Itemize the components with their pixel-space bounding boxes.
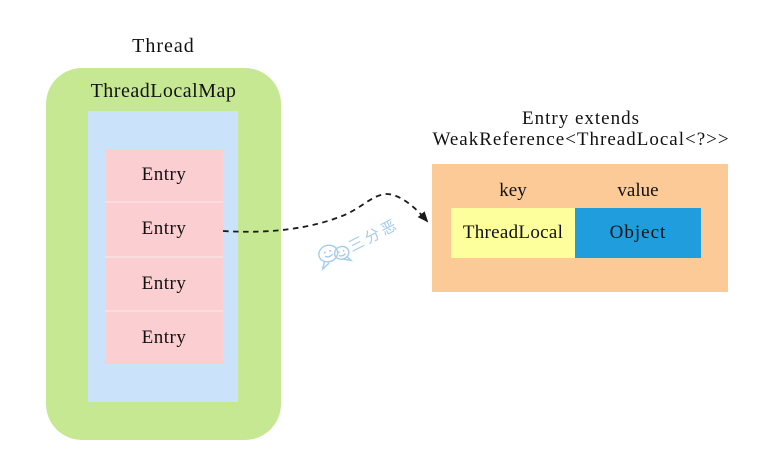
entry-cell: Entry [105, 311, 223, 364]
entry-stack: Entry Entry Entry Entry [105, 149, 223, 364]
threadlocalmap-title: ThreadLocalMap [90, 80, 237, 102]
value-header: value [617, 180, 659, 201]
entry-cell: Entry [105, 149, 223, 202]
watermark: 三分恶 [318, 216, 402, 272]
wechat-bubbles-icon [318, 244, 354, 272]
watermark-text: 三分恶 [346, 216, 402, 256]
entry-extends-title: Entry extends WeakReference<ThreadLocal<… [425, 108, 737, 150]
entry-extends-title-line1: Entry extends [521, 108, 640, 129]
entry-extends-title-line2: WeakReference<ThreadLocal<?>> [432, 129, 730, 150]
entry-cell: Entry [105, 257, 223, 310]
key-cell-threadlocal: ThreadLocal [451, 208, 575, 258]
thread-title: Thread [132, 35, 195, 57]
key-header: key [499, 180, 527, 201]
entry-cell: Entry [105, 203, 223, 256]
value-cell-object: Object [575, 208, 701, 258]
